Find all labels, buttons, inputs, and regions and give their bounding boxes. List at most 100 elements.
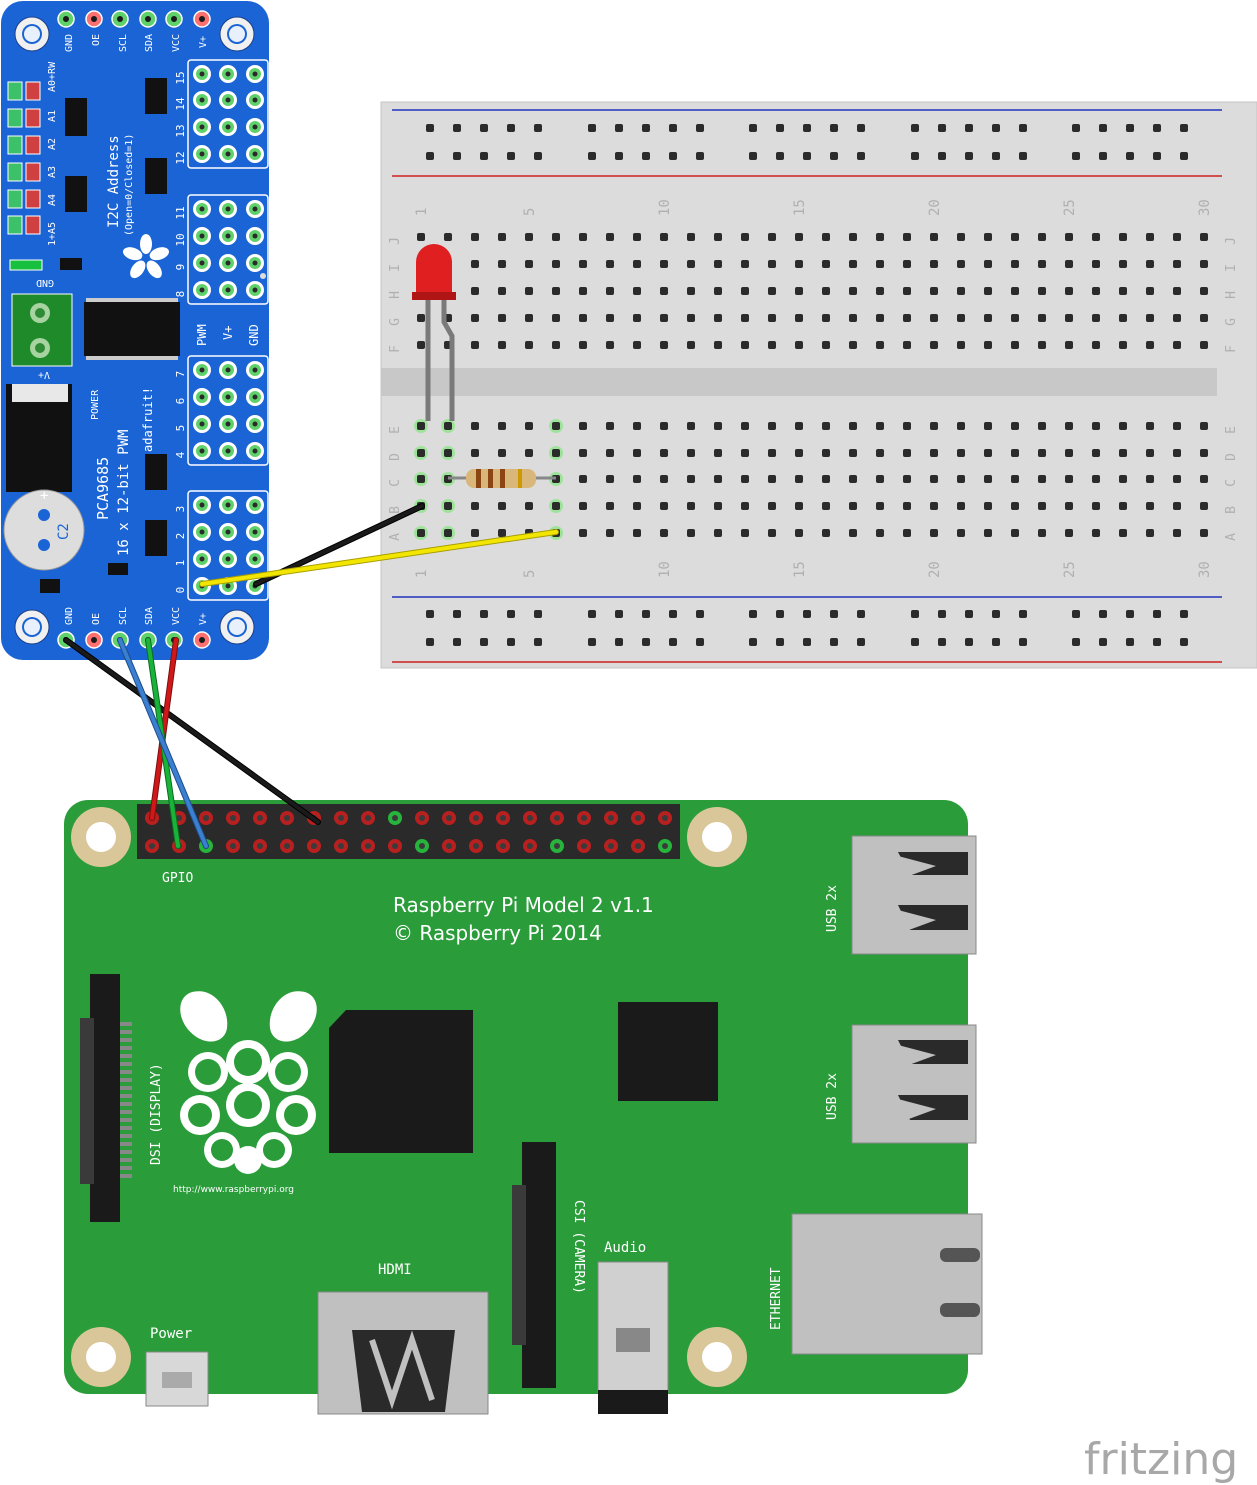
breadboard-hole bbox=[444, 449, 452, 457]
row-letter: A bbox=[1224, 533, 1239, 541]
connector-tooth bbox=[120, 1174, 132, 1178]
channel-number: 9 bbox=[174, 264, 187, 271]
channel-pin-hole bbox=[225, 97, 231, 103]
gpio-pin-hole bbox=[338, 815, 344, 821]
column-number: 25 bbox=[1062, 199, 1078, 216]
channel-pin-hole bbox=[199, 529, 205, 535]
raspberry-pi-board: GPIO Raspberry Pi Model 2 v1.1 © Raspber… bbox=[64, 800, 983, 1415]
trademark-symbol: ™ bbox=[292, 1033, 299, 1047]
gpio-pin-hole bbox=[581, 843, 587, 849]
power-label: POWER bbox=[90, 389, 101, 420]
breadboard-hole bbox=[876, 287, 884, 295]
breadboard-hole bbox=[768, 233, 776, 241]
gpio-pin-hole bbox=[527, 843, 533, 849]
column-number: 30 bbox=[1197, 561, 1213, 578]
gpio-pin-hole bbox=[581, 815, 587, 821]
channel-pin-hole bbox=[225, 394, 231, 400]
breadboard-hole bbox=[911, 610, 919, 618]
channel-pin-hole bbox=[225, 556, 231, 562]
breadboard-hole bbox=[525, 502, 533, 510]
pwm-top-label-oe: OE bbox=[91, 34, 102, 46]
breadboard-hole bbox=[552, 287, 560, 295]
pwm-top-pin-header bbox=[57, 10, 211, 28]
breadboard-hole bbox=[822, 287, 830, 295]
breadboard-hole bbox=[795, 314, 803, 322]
breadboard-hole bbox=[822, 422, 830, 430]
breadboard-hole bbox=[660, 341, 668, 349]
channel-pin-hole bbox=[225, 71, 231, 77]
breadboard-hole bbox=[1092, 287, 1100, 295]
breadboard-hole bbox=[579, 314, 587, 322]
row-letter: B bbox=[1224, 506, 1239, 514]
connector-tooth bbox=[120, 1038, 132, 1042]
channel-number: 1 bbox=[174, 560, 187, 567]
audio-label: Audio bbox=[604, 1240, 646, 1256]
breadboard-hole bbox=[749, 152, 757, 160]
breadboard-hole bbox=[984, 260, 992, 268]
ethernet-port: ETHERNET bbox=[769, 1213, 983, 1355]
breadboard-hole bbox=[849, 287, 857, 295]
breadboard-hole bbox=[930, 449, 938, 457]
column-number: 20 bbox=[927, 561, 943, 578]
breadboard-hole bbox=[660, 287, 668, 295]
breadboard-hole bbox=[1126, 638, 1134, 646]
row-letter: C bbox=[1224, 479, 1239, 487]
breadboard-hole bbox=[714, 422, 722, 430]
gpio-pin-hole bbox=[473, 815, 479, 821]
breadboard-hole bbox=[1092, 529, 1100, 537]
breadboard-hole bbox=[1038, 502, 1046, 510]
breadboard-hole bbox=[822, 233, 830, 241]
connector-tooth bbox=[120, 1030, 132, 1034]
power-label-pi: Power bbox=[150, 1326, 192, 1342]
breadboard-hole bbox=[1092, 314, 1100, 322]
breadboard-hole bbox=[1011, 233, 1019, 241]
breadboard-hole bbox=[749, 638, 757, 646]
gpio-pin-hole bbox=[446, 815, 452, 821]
breadboard-hole bbox=[534, 124, 542, 132]
breadboard-hole bbox=[992, 152, 1000, 160]
column-number: 1 bbox=[414, 570, 430, 578]
breadboard-hole bbox=[417, 341, 425, 349]
channel-pin-hole bbox=[225, 529, 231, 535]
breadboard-hole bbox=[444, 502, 452, 510]
connector-tooth bbox=[120, 1022, 132, 1026]
breadboard-hole bbox=[849, 422, 857, 430]
channel-pin-hole bbox=[199, 260, 205, 266]
breadboard-hole bbox=[1072, 124, 1080, 132]
row-letter: G bbox=[1224, 318, 1239, 326]
breadboard-hole bbox=[633, 422, 641, 430]
breadboard-hole bbox=[957, 502, 965, 510]
header-pin-hole bbox=[171, 16, 177, 22]
breadboard-hole bbox=[633, 502, 641, 510]
channel-header-outline bbox=[187, 194, 269, 305]
channel-pin-hole bbox=[225, 206, 231, 212]
breadboard-hole bbox=[984, 314, 992, 322]
breadboard-hole bbox=[965, 638, 973, 646]
breadboard-hole bbox=[633, 449, 641, 457]
breadboard-hole bbox=[1011, 422, 1019, 430]
breadboard-hole bbox=[1038, 422, 1046, 430]
breadboard-hole bbox=[768, 529, 776, 537]
breadboard-hole bbox=[930, 475, 938, 483]
breadboard-hole bbox=[660, 233, 668, 241]
breadboard-hole bbox=[1119, 341, 1127, 349]
gpio-pin-hole bbox=[500, 815, 506, 821]
fritzing-watermark: fritzing bbox=[1084, 1434, 1238, 1485]
channel-pin-hole bbox=[199, 71, 205, 77]
breadboard-hole bbox=[444, 233, 452, 241]
breadboard-hole bbox=[1019, 638, 1027, 646]
usb-port-2: USB 2x bbox=[825, 1024, 977, 1144]
breadboard-hole bbox=[876, 529, 884, 537]
breadboard-hole bbox=[1065, 449, 1073, 457]
channel-pin-hole bbox=[225, 448, 231, 454]
channel-number: 5 bbox=[174, 425, 187, 432]
breadboard-hole bbox=[795, 475, 803, 483]
breadboard-hole bbox=[984, 287, 992, 295]
gpio-pin-hole bbox=[392, 815, 398, 821]
breadboard-hole bbox=[1126, 610, 1134, 618]
breadboard-hole bbox=[903, 287, 911, 295]
jumper-pad bbox=[7, 162, 23, 182]
breadboard-hole bbox=[606, 502, 614, 510]
connector-tooth bbox=[120, 1142, 132, 1146]
breadboard-hole bbox=[1119, 233, 1127, 241]
